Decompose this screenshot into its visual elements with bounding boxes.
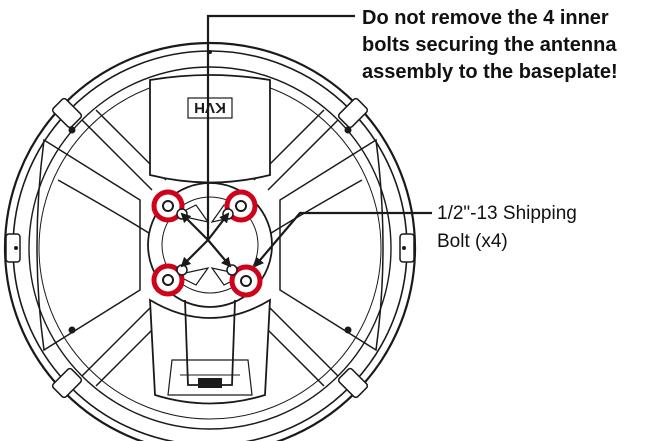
warning-line-2: bolts securing the antenna (362, 34, 617, 56)
shipping-bolt-leader (253, 211, 432, 268)
warning-line-1: Do not remove the 4 inner (362, 7, 609, 29)
inner-bolt-top-left (151, 189, 188, 223)
inner-bolt-top-right (222, 189, 258, 223)
logo-text: KVH (194, 99, 226, 116)
inner-bolts (151, 189, 263, 298)
inner-bolt-bottom-left (151, 263, 188, 297)
mounting-tabs (5, 97, 415, 399)
warning-leader (180, 14, 355, 268)
warning-line-3: assembly to the baseplate! (362, 61, 618, 83)
feed-arm (149, 298, 271, 405)
shipping-bolt-callout: 1/2"-13 Shipping Bolt (x4) (437, 203, 582, 252)
perimeter-rivets (14, 50, 406, 334)
shipping-bolt-line-1: 1/2"-13 Shipping (437, 203, 577, 224)
shipping-bolt-line-2: Bolt (x4) (437, 231, 508, 252)
logo-shield: KVH (149, 74, 271, 184)
warning-callout: Do not remove the 4 inner bolts securing… (362, 7, 622, 83)
side-panels (36, 138, 384, 352)
inner-bolt-bottom-right (226, 264, 263, 298)
